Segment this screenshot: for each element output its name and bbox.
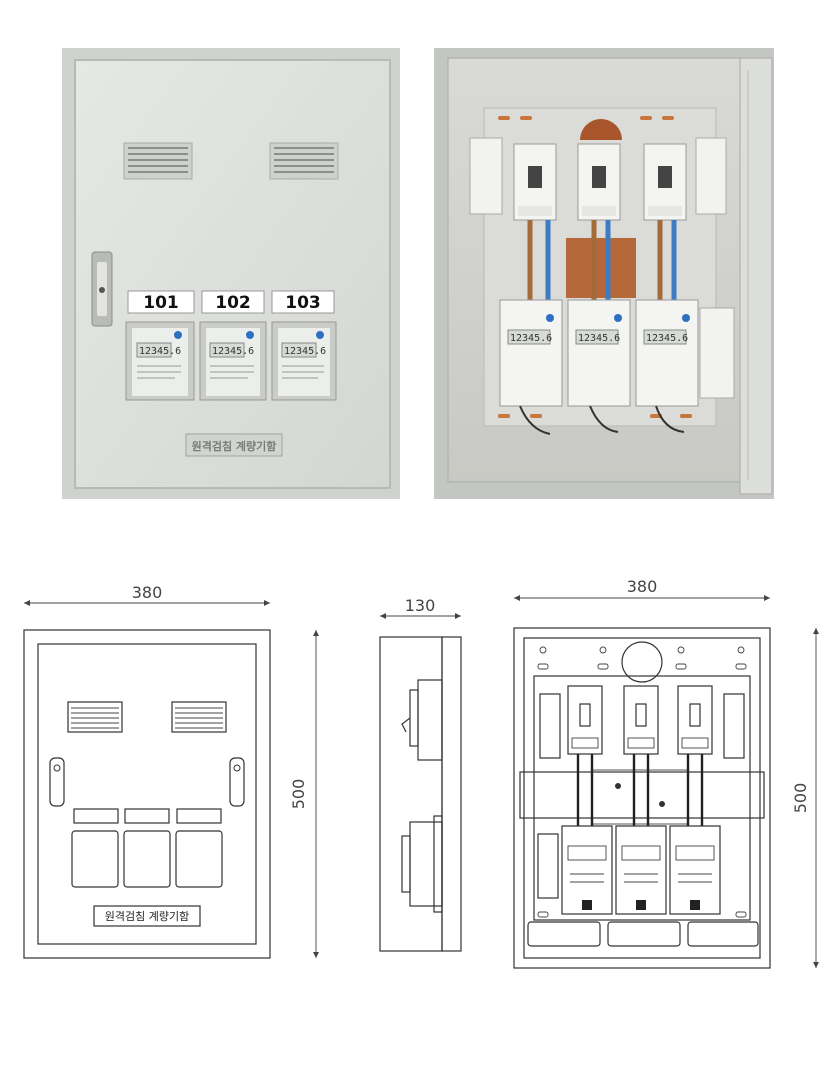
interior-knockout — [621, 641, 663, 683]
breaker-2 — [577, 143, 621, 221]
svg-text:12345.6: 12345.6 — [646, 333, 688, 344]
front-label-slot-3 — [176, 808, 222, 824]
door-latch[interactable] — [91, 251, 113, 327]
mounting-slots — [498, 116, 692, 418]
breaker-3 — [643, 143, 687, 221]
svg-text:103: 103 — [285, 293, 321, 313]
svg-text:원격검침 계량기함: 원격검침 계량기함 — [192, 439, 277, 453]
front-label-slot-2 — [124, 808, 170, 824]
drawing-terminal-left-lower — [537, 833, 559, 899]
terminal-cover-right — [695, 137, 727, 215]
svg-text:12345.6: 12345.6 — [212, 346, 254, 357]
svg-text:12345.6: 12345.6 — [284, 346, 326, 357]
drawing-breaker-3 — [677, 685, 713, 755]
photo-front-door: 101 102 103 12345.6 12345.6 — [62, 48, 400, 499]
terminal-cover-right-lower — [699, 307, 735, 399]
side-meter-profile — [401, 815, 443, 913]
interior-mounting-plate — [533, 675, 751, 921]
side-door-edge — [441, 636, 462, 952]
front-door-outline — [37, 643, 257, 945]
drawing-terminal-left-upper — [539, 693, 561, 759]
drawing-breaker-2 — [623, 685, 659, 755]
interior-meter-3: 12345.6 — [635, 299, 699, 407]
cables — [527, 220, 677, 300]
drawing-busbar-plate — [591, 769, 689, 825]
meter-window-2: 12345.6 — [199, 321, 267, 401]
nameplate-front: 원격검침 계량기함 — [185, 433, 283, 457]
svg-text:12345.6: 12345.6 — [139, 346, 181, 357]
copper-busbar — [566, 238, 636, 298]
drawing-duct-center — [607, 921, 681, 947]
interior-inner-frame — [523, 637, 761, 959]
interior-mounting-holes — [537, 646, 747, 918]
photo-interior: 12345.6 12345.6 12345.6 — [434, 48, 774, 499]
front-label-slot-1 — [73, 808, 119, 824]
dimension-height-interior: 500 — [791, 628, 819, 968]
front-vent-left — [67, 701, 123, 733]
drawing-meter-3 — [669, 825, 721, 915]
svg-text:380: 380 — [627, 577, 658, 596]
terminal-cover-left — [469, 137, 503, 215]
cabinet-door — [74, 59, 391, 489]
front-latch-left — [49, 757, 65, 807]
unit-label-102: 102 — [201, 290, 265, 314]
dimension-width-front: 380 — [24, 583, 270, 606]
svg-text:101: 101 — [143, 293, 179, 313]
drawing-front-view: 380 500 — [23, 583, 319, 959]
svg-text:130: 130 — [405, 596, 436, 615]
signal-wires — [519, 405, 685, 435]
front-nameplate: 원격검침 계량기함 — [93, 905, 201, 927]
svg-text:500: 500 — [289, 779, 308, 810]
unit-label-101: 101 — [127, 290, 195, 314]
svg-text:500: 500 — [791, 783, 810, 814]
dimension-height-front: 500 — [289, 630, 319, 958]
front-window-2 — [123, 830, 171, 888]
side-breaker-profile — [401, 679, 443, 761]
svg-text:102: 102 — [215, 293, 251, 313]
breaker-1 — [513, 143, 557, 221]
svg-text:12345.6: 12345.6 — [578, 333, 620, 344]
interior-outer-frame — [513, 627, 771, 969]
drawing-breaker-1 — [567, 685, 603, 755]
meter-window-3: 12345.6 — [271, 321, 337, 401]
drawing-meter-2 — [615, 825, 667, 915]
vent-left — [123, 142, 193, 180]
front-outer-frame — [23, 629, 271, 959]
unit-label-103: 103 — [271, 290, 335, 314]
interior-meter-1: 12345.6 — [499, 299, 563, 407]
drawing-duct-right — [687, 921, 759, 947]
drawing-duct-left — [527, 921, 601, 947]
interior-meter-2: 12345.6 — [567, 299, 631, 407]
front-window-1 — [71, 830, 119, 888]
front-latch-right — [229, 757, 245, 807]
side-body — [379, 636, 443, 952]
vent-right — [269, 142, 339, 180]
front-vent-right — [171, 701, 227, 733]
dimension-depth-side: 130 — [380, 596, 461, 619]
svg-text:원격검침 계량기함: 원격검침 계량기함 — [105, 910, 189, 923]
drawing-terminal-right-upper — [723, 693, 745, 759]
dimension-width-interior: 380 — [514, 577, 770, 601]
svg-text:380: 380 — [132, 583, 163, 602]
front-window-3 — [175, 830, 223, 888]
cable-knockout — [580, 119, 622, 140]
meter-window-1: 12345.6 — [125, 321, 195, 401]
drawing-cables — [576, 754, 704, 826]
drawing-side-view: 130 — [379, 596, 462, 952]
svg-text:12345.6: 12345.6 — [510, 333, 552, 344]
drawing-busbar-band — [519, 771, 765, 819]
drawing-interior-view: 380 500 — [513, 577, 819, 969]
open-door-edge — [739, 57, 773, 495]
drawing-meter-1 — [561, 825, 613, 915]
